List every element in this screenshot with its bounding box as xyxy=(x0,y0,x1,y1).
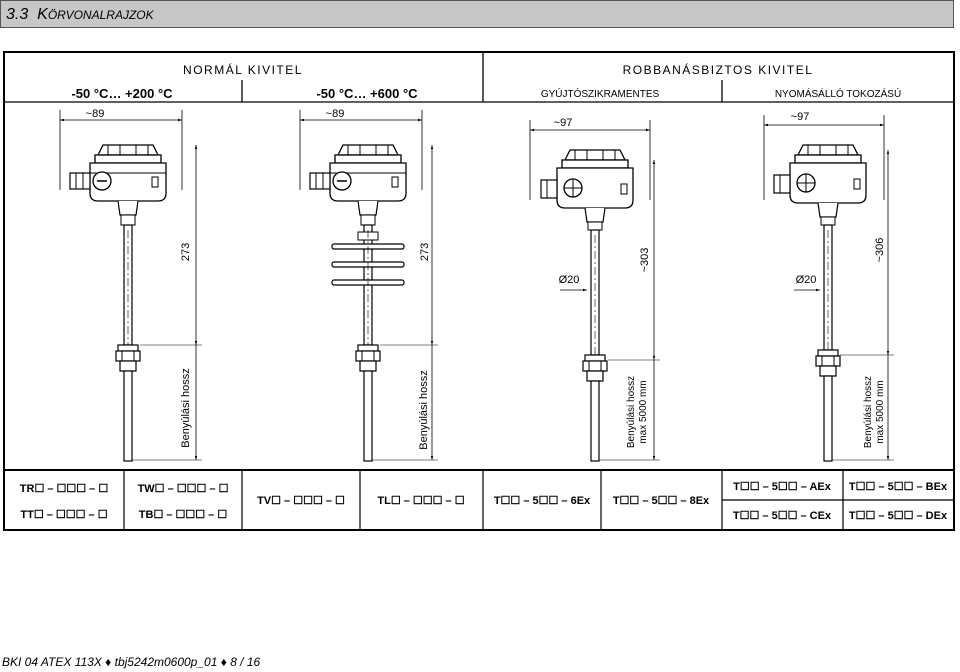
insertion-label: Benyúlási hossz xyxy=(863,376,874,448)
width-label: ~89 xyxy=(326,108,345,120)
insertion-label: Benyúlási hossz xyxy=(180,368,192,448)
insertion-max: max 5000 mm xyxy=(875,380,886,443)
type-code: T☐☐ – 5☐☐ – 6Ex xyxy=(494,495,591,507)
width-label: ~97 xyxy=(554,117,573,129)
header-spark: GYÚJTÓSZIKRAMENTES xyxy=(541,87,660,100)
diameter-label: Ø20 xyxy=(559,274,580,286)
figure-frame xyxy=(3,51,955,531)
height-label: 273 xyxy=(180,243,192,261)
section-number: 3.3 xyxy=(6,6,29,23)
header-range-600: -50 °C… +600 °C xyxy=(316,86,418,101)
section-title-initial: K xyxy=(37,6,48,23)
type-code: T☐☐ – 5☐☐ – AEx xyxy=(733,481,832,493)
type-code: T☐☐ – 5☐☐ – CEx xyxy=(733,510,832,522)
type-code: TW☐ – ☐☐☐ – ☐ xyxy=(138,483,229,495)
height-label: ~306 xyxy=(874,238,886,263)
section-header: 3.3 KÖRVONALRAJZOK xyxy=(0,0,954,28)
type-code-table: TR☐ – ☐☐☐ – ☐ TT☐ – ☐☐☐ – ☐ TW☐ – ☐☐☐ – … xyxy=(20,470,954,530)
sensor-drawing-4: ~97 Ø20 ~306 Benyúlási hossz max 5000 mm xyxy=(763,111,894,462)
sensor-drawing-3: ~97 Ø20 ~303 Benyúlási hossz max 5000 mm xyxy=(529,117,660,462)
type-code: TB☐ – ☐☐☐ – ☐ xyxy=(139,509,228,521)
insertion-max: max 5000 mm xyxy=(638,380,649,443)
insertion-label: Benyúlási hossz xyxy=(418,370,430,450)
header-range-200: -50 °C… +200 °C xyxy=(71,86,173,101)
type-code: TT☐ – ☐☐☐ – ☐ xyxy=(20,509,107,521)
width-label: ~89 xyxy=(86,108,105,120)
footer-reference: BKI 04 ATEX 113X ♦ tbj5242m0600p_01 ♦ 8 … xyxy=(2,655,261,669)
type-code: TV☐ – ☐☐☐ – ☐ xyxy=(257,495,345,507)
height-label: 273 xyxy=(419,243,431,261)
section-title-rest: ÖRVONALRAJZOK xyxy=(47,8,154,22)
header-pressure: NYOMÁSÁLLÓ TOKOZÁSÚ xyxy=(775,87,901,100)
type-code: T☐☐ – 5☐☐ – BEx xyxy=(849,481,948,493)
type-code: TL☐ – ☐☐☐ – ☐ xyxy=(377,495,464,507)
type-code: T☐☐ – 5☐☐ – 8Ex xyxy=(613,495,710,507)
header-explosion: ROBBANÁSBIZTOS KIVITEL xyxy=(623,62,814,77)
type-code: T☐☐ – 5☐☐ – DEx xyxy=(849,510,948,522)
sensor-drawing-2: ~89 273 Benyúlási hossz xyxy=(299,108,438,462)
insertion-label: Benyúlási hossz xyxy=(626,376,637,448)
width-label: ~97 xyxy=(791,111,810,123)
header-normal: NORMÁL KIVITEL xyxy=(183,62,303,77)
height-label: ~303 xyxy=(639,248,651,273)
diameter-label: Ø20 xyxy=(796,274,817,286)
sensor-drawing-1: ~89 273 Benyúlási hossz xyxy=(59,108,202,462)
type-code: TR☐ – ☐☐☐ – ☐ xyxy=(20,483,109,495)
